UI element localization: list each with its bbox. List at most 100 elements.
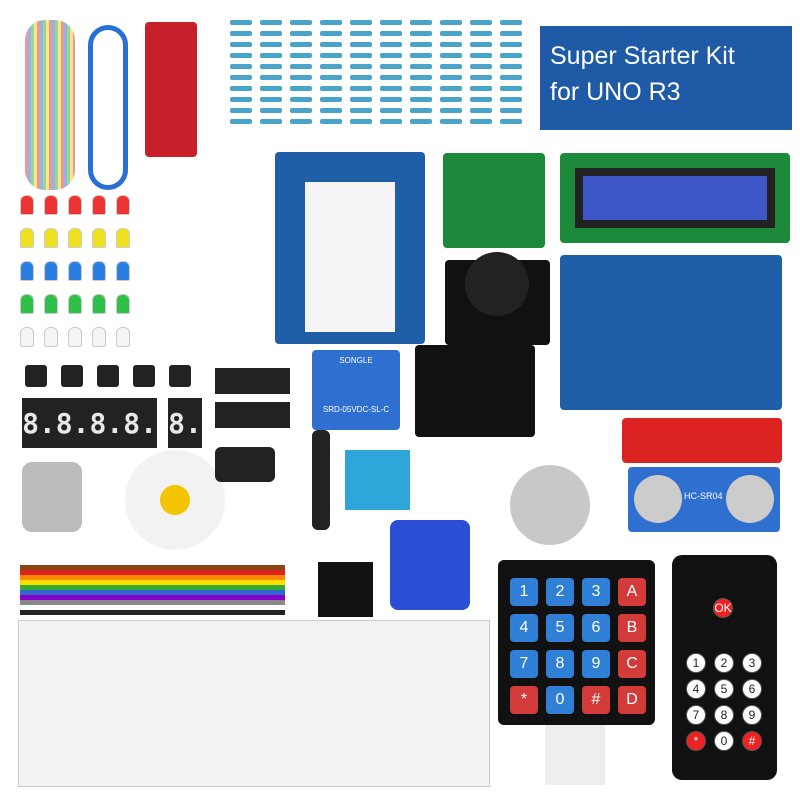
resistor xyxy=(260,64,282,69)
keypad-key[interactable]: B xyxy=(618,614,646,642)
led xyxy=(20,228,34,248)
keypad-key[interactable]: 8 xyxy=(546,650,574,678)
led xyxy=(44,327,58,347)
resistor xyxy=(380,42,402,47)
resistor xyxy=(260,119,282,124)
resistor xyxy=(410,108,432,113)
resistor xyxy=(470,31,492,36)
resistor xyxy=(500,86,522,91)
keypad-key[interactable]: D xyxy=(618,686,646,714)
joystick-module xyxy=(445,252,550,345)
remote-key[interactable]: 2 xyxy=(714,653,734,673)
remote-key[interactable]: * xyxy=(686,731,706,751)
resistor xyxy=(440,64,462,69)
resistor xyxy=(410,64,432,69)
resistor xyxy=(410,31,432,36)
resistor xyxy=(290,75,312,80)
led xyxy=(116,195,130,215)
fan-hub xyxy=(160,485,190,515)
keypad-key[interactable]: 5 xyxy=(546,614,574,642)
fan-propeller xyxy=(125,450,225,550)
led xyxy=(68,261,82,281)
resistor xyxy=(470,97,492,102)
keypad-key[interactable]: A xyxy=(618,578,646,606)
resistor xyxy=(320,86,342,91)
resistor xyxy=(320,97,342,102)
resistor xyxy=(500,20,522,25)
resistor xyxy=(350,42,372,47)
title-line-2: for UNO R3 xyxy=(550,78,681,106)
resistor xyxy=(230,31,252,36)
resistor xyxy=(410,53,432,58)
resistor xyxy=(350,20,372,25)
resistor xyxy=(260,75,282,80)
resistor xyxy=(260,53,282,58)
keypad-key[interactable]: C xyxy=(618,650,646,678)
remote-key[interactable]: # xyxy=(742,731,762,751)
resistor xyxy=(440,53,462,58)
dht11-sensor xyxy=(345,450,410,510)
resistor xyxy=(290,42,312,47)
resistor xyxy=(470,53,492,58)
ic-chip xyxy=(215,368,290,394)
keypad-key[interactable]: 3 xyxy=(582,578,610,606)
led xyxy=(92,228,106,248)
resistor xyxy=(230,53,252,58)
ultrasonic-label: HC-SR04 xyxy=(684,491,723,501)
resistor xyxy=(410,42,432,47)
resistor xyxy=(380,75,402,80)
keypad-key[interactable]: 6 xyxy=(582,614,610,642)
resistor xyxy=(350,97,372,102)
resistor xyxy=(380,20,402,25)
resistor xyxy=(260,42,282,47)
remote-key[interactable]: 9 xyxy=(742,705,762,725)
resistor xyxy=(260,86,282,91)
keypad-key[interactable]: * xyxy=(510,686,538,714)
led xyxy=(92,327,106,347)
keypad-key[interactable]: 2 xyxy=(546,578,574,606)
resistor xyxy=(500,64,522,69)
joystick-knob xyxy=(465,252,529,316)
resistor xyxy=(440,42,462,47)
servo-motor xyxy=(390,520,470,610)
resistor xyxy=(230,20,252,25)
arduino-uno-board xyxy=(560,255,782,410)
mini-breadboard xyxy=(305,182,395,332)
relay-module: SONGLE SRD-05VDC-SL-C xyxy=(312,350,400,430)
keypad-key[interactable]: 0 xyxy=(546,686,574,714)
resistor xyxy=(380,31,402,36)
resistor xyxy=(230,108,252,113)
push-button xyxy=(97,365,119,387)
remote-key[interactable]: 0 xyxy=(714,731,734,751)
resistor xyxy=(500,42,522,47)
led xyxy=(20,261,34,281)
keypad-key[interactable]: 9 xyxy=(582,650,610,678)
remote-ok-button[interactable]: OK xyxy=(713,598,733,618)
remote-key[interactable]: 7 xyxy=(686,705,706,725)
resistor xyxy=(440,119,462,124)
keypad-key[interactable]: 7 xyxy=(510,650,538,678)
keypad-key[interactable]: 4 xyxy=(510,614,538,642)
remote-key[interactable]: 8 xyxy=(714,705,734,725)
lcd1602-module xyxy=(560,153,790,243)
keypad-key[interactable]: # xyxy=(582,686,610,714)
push-button xyxy=(25,365,47,387)
led xyxy=(20,294,34,314)
remote-key[interactable]: 3 xyxy=(742,653,762,673)
keypad-key[interactable]: 1 xyxy=(510,578,538,606)
led xyxy=(68,294,82,314)
resistor xyxy=(230,42,252,47)
resistor xyxy=(290,97,312,102)
resistor xyxy=(500,53,522,58)
resistor xyxy=(320,53,342,58)
remote-key[interactable]: 1 xyxy=(686,653,706,673)
remote-key[interactable]: 6 xyxy=(742,679,762,699)
dc-motor xyxy=(22,462,82,532)
remote-key[interactable]: 4 xyxy=(686,679,706,699)
remote-key[interactable]: 5 xyxy=(714,679,734,699)
ir-receiver-module xyxy=(318,562,373,617)
led xyxy=(20,195,34,215)
title-banner: Super Starter Kit for UNO R3 xyxy=(540,26,792,130)
push-button xyxy=(169,365,191,387)
resistor xyxy=(290,53,312,58)
